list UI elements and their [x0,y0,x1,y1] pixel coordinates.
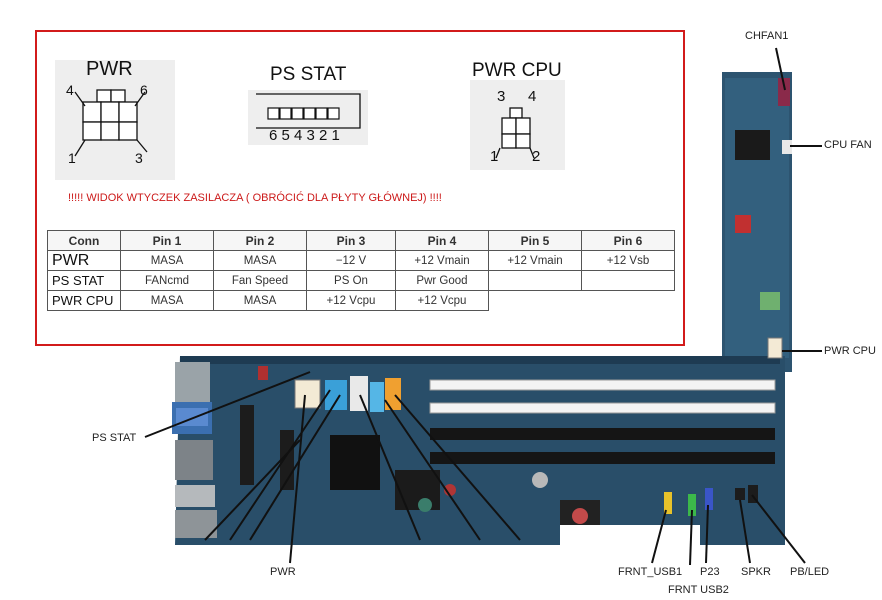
table-row: PS STAT FANcmd Fan Speed PS On Pwr Good [47,270,675,291]
pwr-pinout-figure [55,60,175,180]
label-frnt-usb1: FRNT_USB1 [618,566,683,578]
cell: +12 Vcpu [395,290,489,311]
pwr-title: PWR [86,58,133,80]
table-header-row: Conn Pin 1 Pin 2 Pin 3 Pin 4 Pin 5 Pin 6 [47,230,675,251]
pwr-cpu-pin-4: 4 [528,88,537,105]
table-row: PWR MASA MASA −12 V +12 Vmain +12 Vmain … [47,250,675,271]
cell: Fan Speed [213,270,307,291]
cell [582,291,675,311]
header-pin3: Pin 3 [306,230,396,251]
pinout-table: Conn Pin 1 Pin 2 Pin 3 Pin 4 Pin 5 Pin 6… [47,230,675,311]
cell: −12 V [306,250,396,271]
cell [488,270,582,291]
memory-slot [429,379,776,391]
cell: MASA [120,250,214,271]
pwr-cpu-pin-3: 3 [497,88,506,105]
cpu-fan-connector [782,140,792,154]
pwr-pin-4: 4 [66,82,74,98]
cell: Pwr Good [395,270,489,291]
cell [489,291,582,311]
cell: MASA [213,250,307,271]
pwr-cpu-connector [767,337,783,359]
label-ps-stat: PS STAT [92,432,137,444]
label-pwr-cpu: PWR CPU [824,345,876,357]
pwr-pin-3: 3 [135,150,143,166]
pbled-header [748,485,758,503]
label-spkr: SPKR [741,566,771,578]
chfan1-connector [778,78,790,106]
memory-slot [430,428,775,440]
frnt-usb1-header [664,492,672,514]
ps-stat-pinout-figure [248,90,368,145]
table-row: PWR CPU MASA MASA +12 Vcpu +12 Vcpu [47,290,675,311]
header-pin4: Pin 4 [395,230,489,251]
label-cpu-fan: CPU FAN [824,139,872,151]
cell: +12 Vsb [581,250,675,271]
header-pin1: Pin 1 [120,230,214,251]
label-pb-led: PB/LED [790,566,830,578]
chipset [330,435,380,490]
cell: MASA [213,290,307,311]
memory-slot [430,452,775,464]
cell: +12 Vmain [488,250,582,271]
pwr-connector-board [294,379,321,409]
label-p23: P23 [700,566,720,578]
label-chfan1: CHFAN1 [745,30,789,42]
cell-conn: PWR [47,250,121,271]
spkr-header [735,488,745,500]
cell: +12 Vmain [395,250,489,271]
pwr-cpu-pinout-figure [470,80,565,170]
cell: FANcmd [120,270,214,291]
cell: +12 Vcpu [306,290,396,311]
sata-connector [325,380,347,410]
ps-stat-pin-numbers: 6 5 4 3 2 1 [269,127,340,144]
cell-conn: PS STAT [47,270,121,291]
frnt-usb2-header [688,494,696,516]
pwr-pin-1: 1 [68,150,76,166]
header-pin5: Pin 5 [488,230,582,251]
ps-stat-title: PS STAT [270,64,347,85]
pwr-pin-6: 6 [140,82,148,98]
cell: MASA [120,290,214,311]
pwr-cpu-pin-1: 1 [490,148,499,165]
header-pin6: Pin 6 [581,230,675,251]
header-conn: Conn [47,230,121,251]
cell-conn: PWR CPU [47,290,121,311]
label-pwr: PWR [270,566,296,578]
p23-header [705,488,713,510]
cell: PS On [306,270,396,291]
header-pin2: Pin 2 [213,230,307,251]
pwr-cpu-pin-2: 2 [532,148,541,165]
sata-connector [370,382,384,412]
sata-connector [385,378,401,410]
label-frnt-usb2: FRNT USB2 [668,584,729,596]
memory-slot [429,402,776,414]
warning-text: !!!!! WIDOK WTYCZEK ZASILACZA ( OBRÓCIĆ … [68,192,442,204]
pwr-cpu-title: PWR CPU [472,60,562,81]
cell [581,270,675,291]
